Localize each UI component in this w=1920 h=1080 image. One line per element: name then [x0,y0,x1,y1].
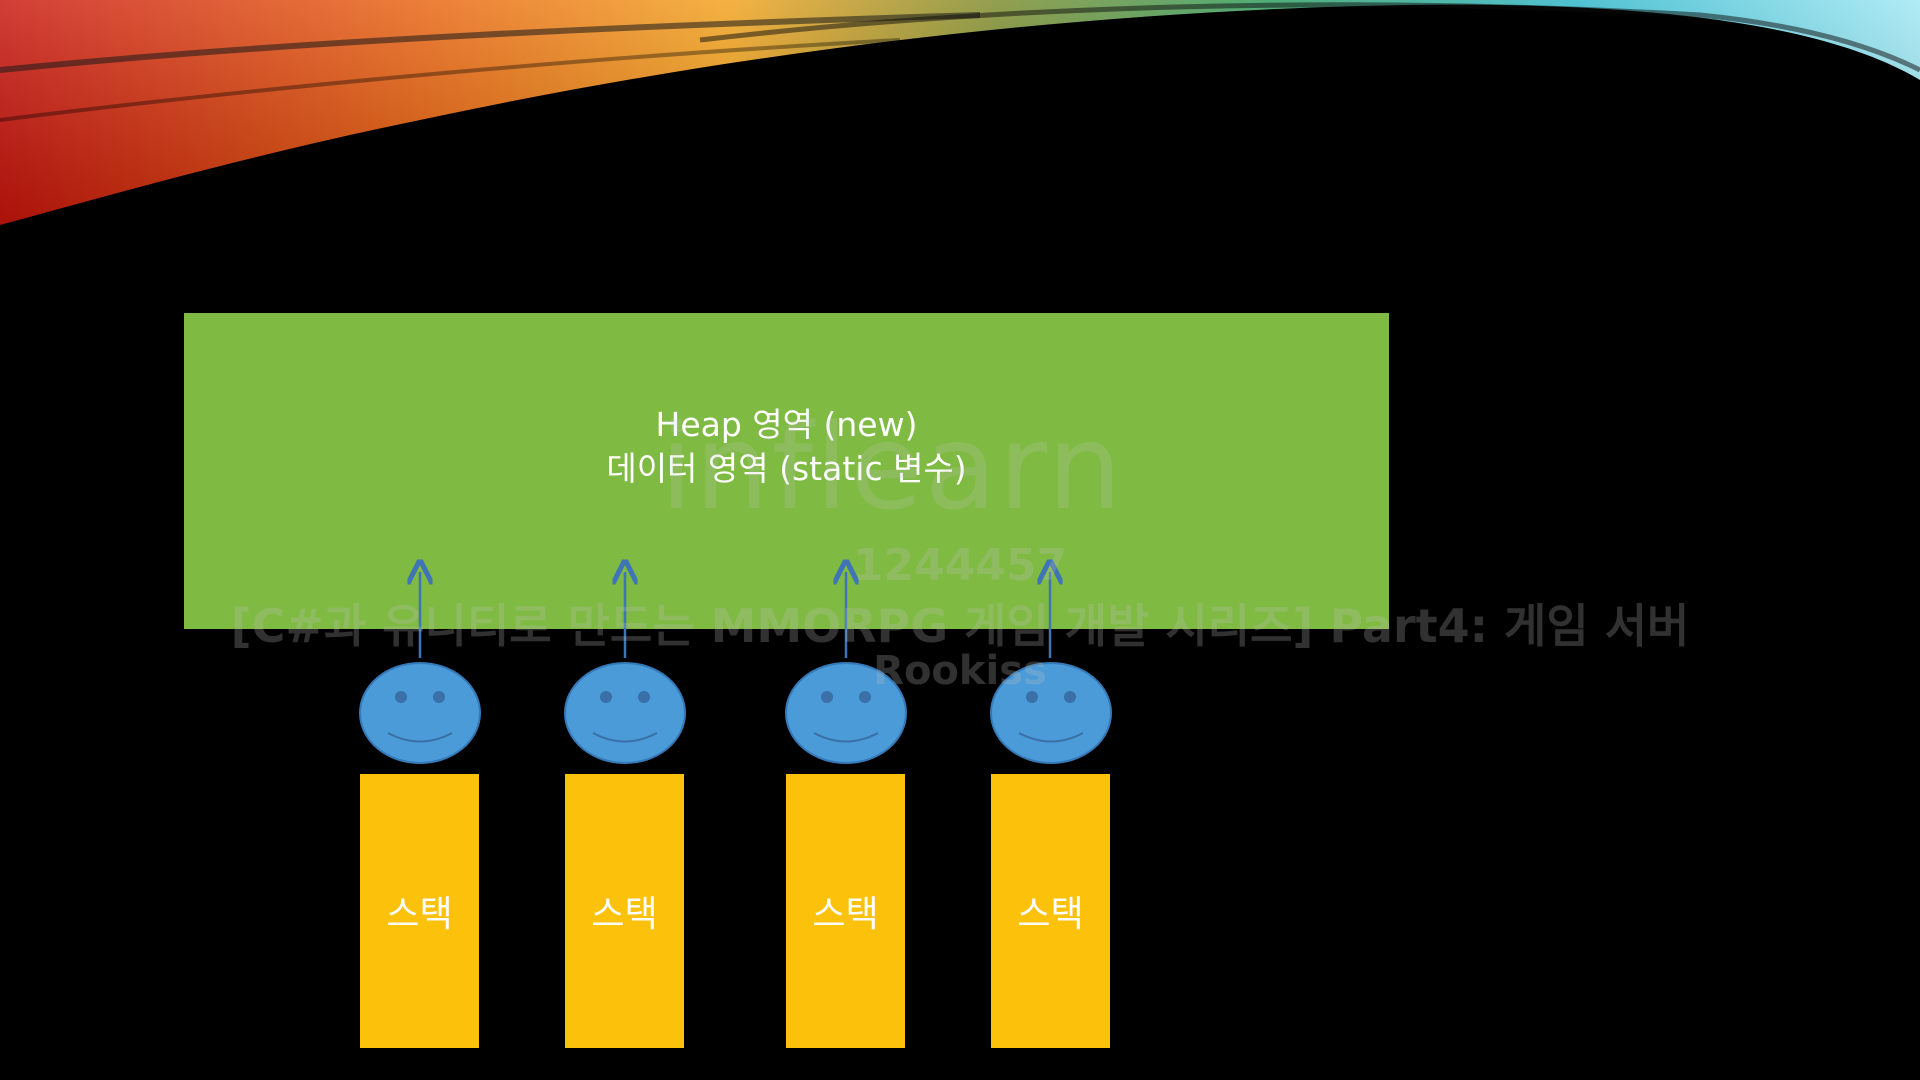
heap-data-region-box: Heap 영역 (new) 데이터 영역 (static 변수) [184,313,1389,629]
watermark-course-title: [C#과 유니티로 만드는 MMORPG 게임 개발 시리즈] Part4: 게… [230,599,1690,653]
stack-label: 스택 [591,894,658,935]
stack-box: 스택 [360,774,479,1048]
watermark-user-id: 1244457 [852,540,1068,591]
stack-box: 스택 [786,774,905,1048]
inflearn-watermark-logo: inflearn [660,398,1125,536]
rainbow-swoosh-banner [0,0,1920,225]
data-region-label: 데이터 영역 (static 변수) [606,449,967,488]
stack-label: 스택 [1017,894,1084,935]
heap-region-label: Heap 영역 (new) [655,405,918,444]
watermark-author: Rookiss [873,648,1047,694]
stack-label: 스택 [812,894,879,935]
stack-box: 스택 [565,774,684,1048]
stack-box: 스택 [991,774,1110,1048]
stack-label: 스택 [386,894,453,935]
